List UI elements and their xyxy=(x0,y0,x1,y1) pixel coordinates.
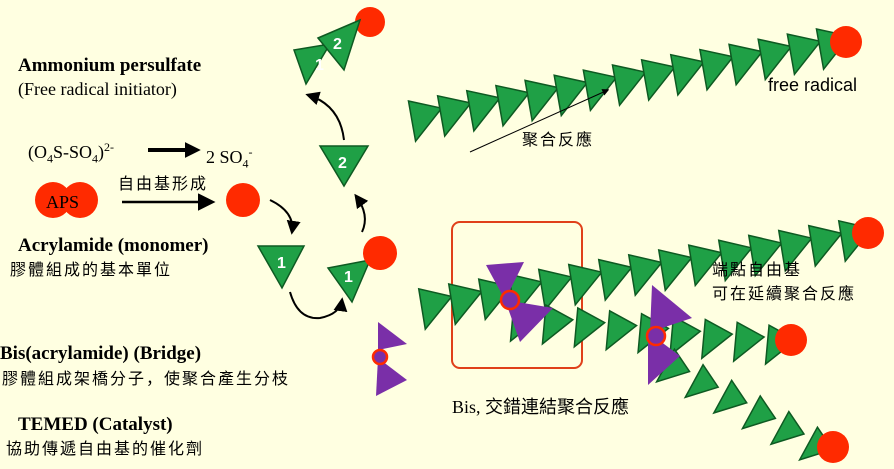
top-chain-monomer xyxy=(698,48,735,92)
top-chain-monomer xyxy=(582,69,618,113)
mid-chain-monomer xyxy=(747,234,784,278)
top-chain-monomer xyxy=(786,33,822,77)
mid-chain-monomer xyxy=(687,244,724,288)
arrow-monomer-to-activated xyxy=(289,291,348,320)
low-chain-monomer xyxy=(605,309,638,352)
low-chain-monomer xyxy=(700,318,734,361)
mid-chain-monomer xyxy=(717,239,754,283)
marker-2-mid: 2 xyxy=(338,155,347,172)
mid-chain-monomer xyxy=(417,287,454,331)
radical-branch-chain-end xyxy=(817,431,849,463)
top-chain-monomer xyxy=(640,58,677,102)
temed-title: TEMED (Catalyst) xyxy=(18,414,173,435)
polymer-chain-branch xyxy=(655,347,834,462)
aps-molecule xyxy=(35,182,98,218)
top-chain-monomer xyxy=(436,94,473,138)
branch-chain-monomer xyxy=(712,378,748,415)
bis-title: Bis(acrylamide) (Bridge) xyxy=(0,343,202,364)
polymer-chain-middle xyxy=(417,219,874,331)
top-chain-monomer xyxy=(524,79,560,123)
top-chain-monomer xyxy=(553,74,589,118)
mid-chain-monomer xyxy=(627,253,664,297)
monomer-1-activated xyxy=(326,258,372,304)
mid-chain-monomer xyxy=(447,282,484,327)
ammonium-title: Ammonium persulfate xyxy=(18,55,202,76)
arrow-activated-up xyxy=(354,193,369,233)
mid-chain-monomer xyxy=(807,224,844,268)
mid-chain-monomer xyxy=(567,263,604,307)
free-radical-label: free radical xyxy=(768,75,858,95)
top-chain-monomer xyxy=(407,99,443,144)
marker-2-top: 2 xyxy=(333,36,342,53)
acrylamide-monomer-legend xyxy=(256,245,306,290)
top-chain-monomer xyxy=(494,84,531,128)
low-chain-monomer xyxy=(573,306,607,349)
polymer-chain-top xyxy=(407,27,851,144)
arrow-2-up xyxy=(305,91,345,141)
radical-initiator-top xyxy=(355,7,385,37)
branch-chain-monomer xyxy=(769,410,806,446)
marker-1-legend: 1 xyxy=(277,255,286,272)
reaction-rhs: 2 SO4- xyxy=(206,145,253,171)
marker-1-top: 1 xyxy=(315,57,324,74)
ammonium-subtitle: (Free radical initiator) xyxy=(18,79,177,99)
temed-subtitle: 協助傳遞自由基的催化劑 xyxy=(6,439,205,458)
end-radical-line1: 端點自由基 xyxy=(712,260,803,279)
low-chain-monomer xyxy=(541,303,575,346)
low-chain-monomer xyxy=(669,315,702,358)
arrow-radical-to-monomer xyxy=(269,199,301,235)
mid-chain-monomer xyxy=(597,258,634,302)
aps-label: APS xyxy=(46,192,80,212)
top-chain-monomer xyxy=(465,89,502,133)
sulfate-radical xyxy=(226,183,260,217)
marker-1-activated: 1 xyxy=(344,269,353,286)
radical-formation-label: 自由基形成 xyxy=(118,174,209,193)
mid-chain-monomer xyxy=(657,248,694,293)
top-chain-monomer xyxy=(669,53,706,97)
bis-crosslink-label: Bis, 交錯連結聚合反應 xyxy=(452,397,630,417)
bis-subtitle: 膠體組成架橋分子，使聚合產生分枝 xyxy=(2,369,291,388)
monomer-2-sulfate xyxy=(318,145,370,188)
top-chain-monomer xyxy=(611,63,647,108)
acrylamide-subtitle: 膠體組成的基本單位 xyxy=(10,260,173,279)
low-chain-monomer xyxy=(732,321,766,363)
arrow-polymerization xyxy=(469,89,610,153)
radical-top-chain-end xyxy=(830,26,862,58)
reaction-lhs: (O4S-SO4)2- xyxy=(28,140,115,166)
radical-mid-chain-end xyxy=(852,217,884,249)
branch-chain-monomer xyxy=(683,363,720,399)
bis-molecule-legend xyxy=(371,322,407,396)
top-chain-monomer xyxy=(757,38,793,82)
monomer-pair-top xyxy=(292,18,362,86)
polymerization-label: 聚合反應 xyxy=(522,130,595,149)
bis-crosslinker-in-box xyxy=(486,262,553,342)
mid-chain-monomer xyxy=(777,229,814,273)
branch-chain-monomer xyxy=(740,394,777,430)
top-chain-monomer xyxy=(728,43,764,87)
acrylamide-title: Acrylamide (monomer) xyxy=(18,235,209,256)
mid-chain-monomer xyxy=(537,268,574,312)
radical-activated-monomer xyxy=(363,236,397,270)
radical-low-chain-end xyxy=(775,324,807,356)
end-radical-line2: 可在延續聚合反應 xyxy=(712,284,857,303)
bis-crosslinker-branch xyxy=(645,285,692,385)
